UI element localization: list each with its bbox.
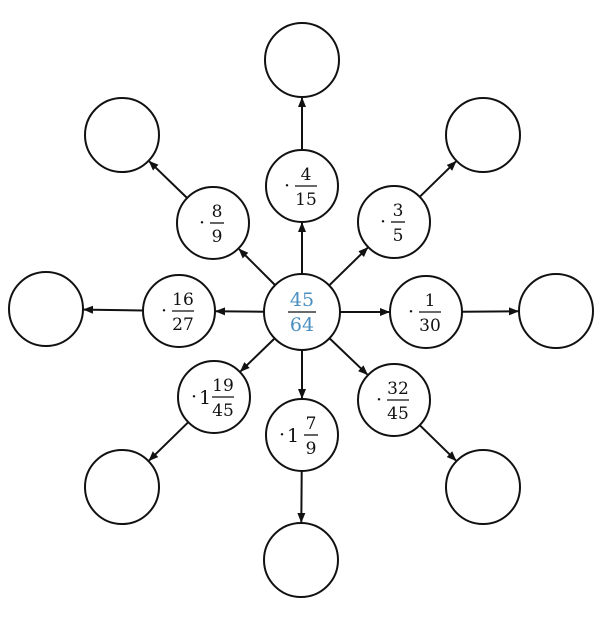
result-circle[interactable] bbox=[518, 273, 594, 349]
denominator: 5 bbox=[393, 226, 404, 246]
whole-number: 1 bbox=[199, 387, 211, 409]
result-circle[interactable] bbox=[8, 271, 84, 347]
result-circle[interactable] bbox=[264, 22, 340, 98]
result-node-left[interactable] bbox=[8, 271, 84, 347]
operator-node-right: ·130 bbox=[389, 275, 463, 349]
operator-fraction: 35 bbox=[391, 201, 405, 246]
result-circle[interactable] bbox=[84, 97, 160, 173]
multiply-dot: · bbox=[191, 386, 197, 408]
arrow-center-to-up-right bbox=[328, 247, 369, 287]
denominator: 15 bbox=[295, 190, 317, 210]
numerator: 3 bbox=[393, 201, 404, 221]
result-node-up[interactable] bbox=[264, 22, 340, 98]
arrow-up-left-to-result bbox=[148, 160, 188, 199]
operator-fraction: 415 bbox=[295, 165, 317, 210]
arrow-left-to-result bbox=[82, 305, 144, 314]
operator-node-up-left: ·89 bbox=[176, 186, 250, 260]
arrow-up-right-to-result bbox=[419, 160, 457, 198]
result-circle[interactable] bbox=[84, 449, 160, 525]
arrow-down-right-to-result bbox=[419, 424, 457, 462]
operator-node-down: ·179 bbox=[265, 398, 339, 472]
denominator: 45 bbox=[212, 401, 234, 421]
denominator: 30 bbox=[419, 316, 441, 336]
numerator: 8 bbox=[212, 202, 223, 222]
multiply-dot: · bbox=[408, 301, 414, 323]
arrow-center-to-down-right bbox=[328, 337, 368, 376]
result-node-down-left[interactable] bbox=[84, 449, 160, 525]
operator-fraction: 89 bbox=[210, 202, 224, 247]
whole-number: 1 bbox=[287, 425, 299, 447]
denominator: 9 bbox=[306, 439, 317, 459]
numerator: 7 bbox=[306, 414, 317, 434]
result-node-up-right[interactable] bbox=[445, 97, 521, 173]
arrow-down-left-to-result bbox=[148, 421, 189, 462]
numerator: 4 bbox=[301, 165, 312, 185]
numerator: 1 bbox=[425, 291, 436, 311]
operator-node-up: ·415 bbox=[265, 149, 339, 223]
multiply-dot: · bbox=[376, 389, 382, 411]
arrow-center-to-up-left bbox=[238, 248, 276, 286]
result-node-down-right[interactable] bbox=[445, 449, 521, 525]
denominator: 45 bbox=[387, 404, 409, 424]
numerator: 16 bbox=[172, 290, 194, 310]
numerator: 19 bbox=[212, 376, 234, 396]
result-node-up-left[interactable] bbox=[84, 97, 160, 173]
denominator: 64 bbox=[290, 314, 314, 336]
numerator: 32 bbox=[387, 379, 409, 399]
operator-node-up-right: ·35 bbox=[357, 185, 431, 259]
result-circle[interactable] bbox=[445, 449, 521, 525]
edges bbox=[82, 97, 520, 524]
result-circle[interactable] bbox=[263, 522, 339, 598]
multiply-dot: · bbox=[380, 211, 386, 233]
operator-circle bbox=[265, 398, 339, 472]
denominator: 27 bbox=[172, 315, 194, 335]
multiply-dot: · bbox=[199, 212, 205, 234]
operator-fraction: 130 bbox=[419, 291, 441, 336]
arrow-center-to-down-left bbox=[239, 337, 276, 373]
denominator: 9 bbox=[212, 227, 223, 247]
result-node-down[interactable] bbox=[263, 522, 339, 598]
result-node-right[interactable] bbox=[518, 273, 594, 349]
multiply-dot: · bbox=[279, 424, 285, 446]
multiply-dot: · bbox=[284, 175, 290, 197]
result-circle[interactable] bbox=[445, 97, 521, 173]
operator-fraction: 79 bbox=[304, 414, 318, 459]
numerator: 45 bbox=[290, 289, 314, 311]
multiply-dot: · bbox=[161, 300, 167, 322]
